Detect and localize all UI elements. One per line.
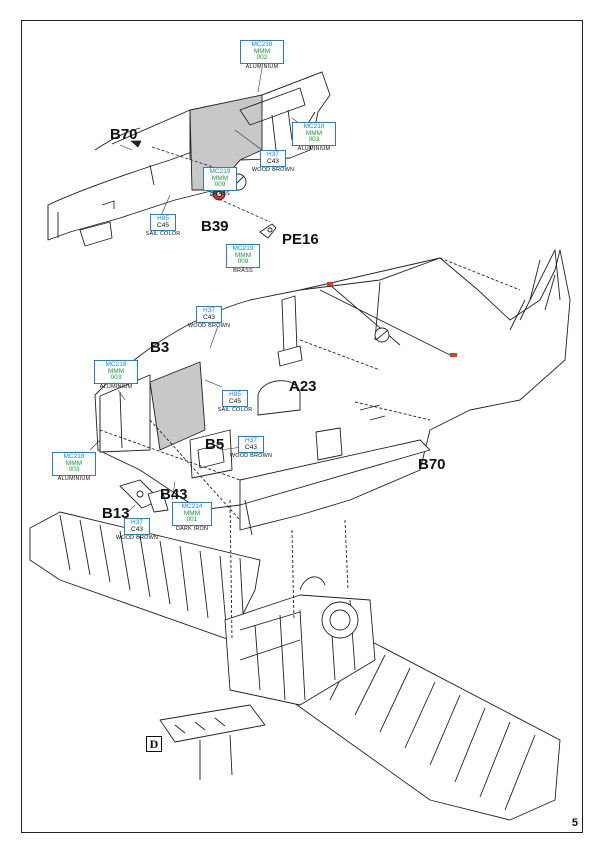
part-b39-brass <box>212 187 226 201</box>
paint-code: H85 <box>229 391 241 398</box>
paint-name: ALUMINIUM <box>297 145 331 152</box>
paint-code: 009 <box>237 258 249 265</box>
paint-code: 002 <box>256 54 268 61</box>
view-marker-d: D <box>146 736 162 752</box>
paint-code: MC218 <box>105 361 127 368</box>
part-label-b5: B5 <box>205 436 225 453</box>
part-label-b39: B39 <box>201 218 229 235</box>
paint-code: H37 <box>203 307 215 314</box>
part-label-b43: B43 <box>160 486 188 503</box>
paint-code: MMM <box>183 509 201 517</box>
page-frame <box>21 20 583 833</box>
top-fuselage-side-panel <box>47 71 331 247</box>
part-label-pe16: PE16 <box>282 231 319 248</box>
paint-code: 003 <box>110 374 122 381</box>
part-pe16 <box>259 223 277 239</box>
paint-code: H37 <box>131 519 143 526</box>
paint-code: MC218 <box>63 453 85 460</box>
part-label-b3: B3 <box>150 339 170 356</box>
paint-name: ALUMINIUM <box>57 475 91 482</box>
paint-name: BRASS <box>233 267 253 274</box>
paint-code: MC218 <box>303 123 325 130</box>
part-label-a23: A23 <box>289 378 317 395</box>
paint-code: MC219 <box>232 245 254 252</box>
paint-name: WOOD BROWN <box>115 535 159 541</box>
paint-code: MMM <box>305 129 323 137</box>
paint-code: C43 <box>131 525 143 533</box>
part-label-b70-top: B70 <box>110 126 138 143</box>
paint-name: DARK IRON <box>175 525 209 532</box>
paint-code: MMM <box>211 174 229 182</box>
paint-code: H37 <box>267 151 279 158</box>
paint-code: 001 <box>186 516 198 523</box>
paint-name: WOOD BROWN <box>251 167 295 173</box>
paint-name: WOOD BROWN <box>229 453 273 459</box>
paint-code: C43 <box>267 157 279 165</box>
paint-name: SAIL COLOR <box>145 231 181 237</box>
paint-code: H37 <box>245 437 257 444</box>
paint-code: MC219 <box>209 168 231 175</box>
wing-assembly <box>29 499 561 821</box>
paint-code: MC218 <box>251 41 273 48</box>
paint-name: WOOD BROWN <box>187 323 231 329</box>
paint-code: MMM <box>234 251 252 259</box>
paint-code: MMM <box>65 459 83 467</box>
paint-name: BRASS <box>210 190 230 197</box>
paint-code: 009 <box>214 181 226 188</box>
paint-code: MC214 <box>181 503 203 510</box>
paint-code: C45 <box>229 397 241 405</box>
paint-code: C45 <box>157 221 169 229</box>
paint-code: 003 <box>308 136 320 143</box>
paint-name: SAIL COLOR <box>217 407 253 413</box>
page-number: 5 <box>571 817 578 829</box>
paint-code: C43 <box>203 313 215 321</box>
paint-code: 003 <box>68 466 80 473</box>
paint-code: H85 <box>157 215 169 222</box>
paint-code: MMM <box>253 47 271 55</box>
part-label-b13: B13 <box>102 505 130 522</box>
paint-code: C43 <box>245 443 257 451</box>
part-label-b70-right: B70 <box>418 456 446 473</box>
parts-b13-b43 <box>119 479 169 513</box>
paint-name: ALUMINIUM <box>99 383 133 390</box>
paint-code: MMM <box>107 367 125 375</box>
paint-name: ALUMINIUM <box>245 63 279 70</box>
